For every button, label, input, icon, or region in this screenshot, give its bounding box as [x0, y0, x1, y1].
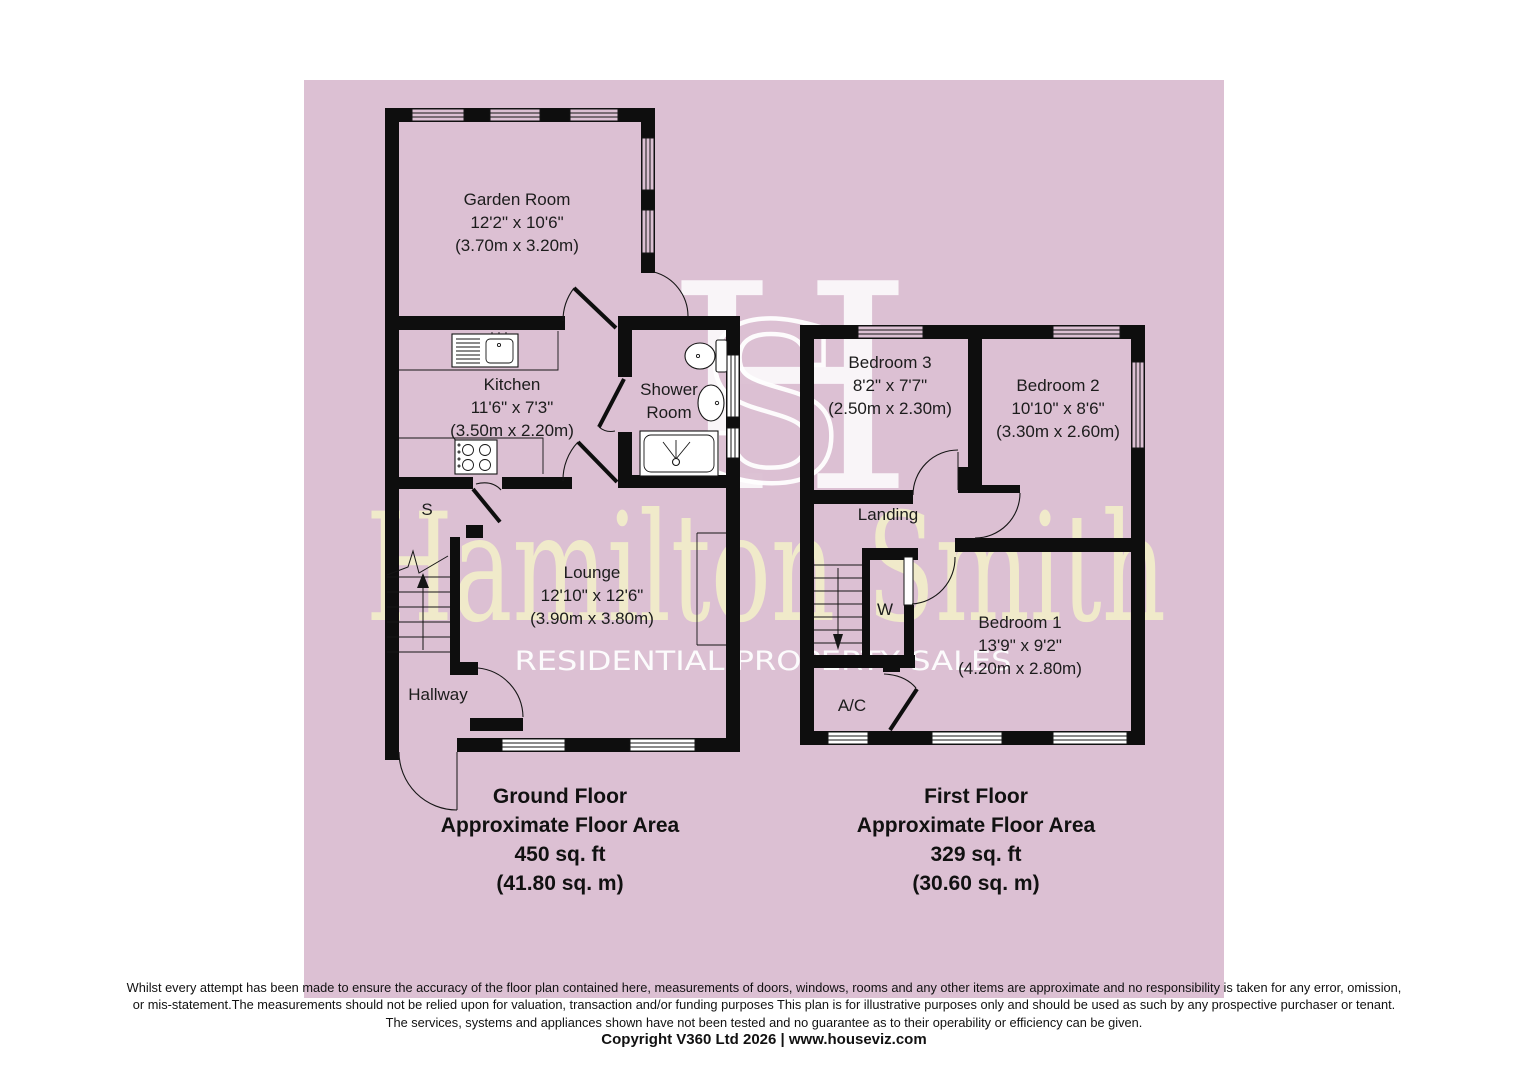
first-floor-stairs	[814, 564, 862, 650]
tagline-watermark: RESIDENTIAL PROPERTY SALES	[515, 646, 1012, 677]
sink-fixture	[451, 332, 519, 368]
room-label-hallway: Hallway	[408, 685, 468, 704]
toilet-fixture	[684, 339, 728, 373]
ground-floor-windows	[399, 108, 740, 752]
brand-watermark: Hamilton Smith	[366, 482, 1166, 656]
room-label-shower-room: Shower Room	[640, 380, 698, 422]
shower-fixture	[639, 430, 719, 477]
room-label-bedroom-2: Bedroom 2 10'10" x 8'6" (3.30m x 2.60m)	[996, 376, 1120, 441]
room-label-lounge: Lounge 12'10" x 12'6" (3.90m x 3.80m)	[530, 563, 654, 628]
room-label-garden-room: Garden Room 12'2" x 10'6" (3.70m x 3.20m…	[455, 190, 579, 255]
ground-floor-plan	[385, 108, 740, 811]
ground-floor-area-label: Ground Floor Approximate Floor Area 450 …	[440, 785, 680, 895]
lounge-alcove	[696, 532, 726, 646]
room-label-store: S	[421, 500, 433, 519]
first-floor-plan	[800, 325, 1145, 745]
room-label-airing-cupboard: A/C	[837, 696, 867, 715]
first-floor-windows	[827, 325, 1145, 745]
room-label-landing: Landing	[857, 505, 919, 524]
ground-floor-doors	[398, 271, 689, 811]
watermark: H S Hamilton Smith RESIDENTIAL PROPERTY …	[366, 224, 1166, 677]
disclaimer-text: Whilst every attempt has been made to en…	[126, 980, 1402, 1030]
first-floor-area-label: First Floor Approximate Floor Area 329 s…	[856, 785, 1096, 895]
ground-floor-stairs	[386, 549, 450, 653]
first-floor-doors	[883, 449, 1021, 732]
copyright-text: Copyright V360 Ltd 2026 | www.houseviz.c…	[601, 1031, 927, 1048]
room-label-kitchen: Kitchen 11'6" x 7'3" (3.50m x 2.20m)	[450, 375, 574, 440]
room-label-bedroom-1: Bedroom 1 13'9" x 9'2" (4.20m x 2.80m)	[958, 613, 1082, 678]
basin-fixture	[697, 384, 725, 422]
kitchen-counter	[399, 331, 559, 474]
room-label-wardrobe: W	[876, 600, 894, 619]
room-label-bedroom-3: Bedroom 3 8'2" x 7'7" (2.50m x 2.30m)	[828, 353, 952, 418]
hob-fixture	[454, 439, 498, 475]
